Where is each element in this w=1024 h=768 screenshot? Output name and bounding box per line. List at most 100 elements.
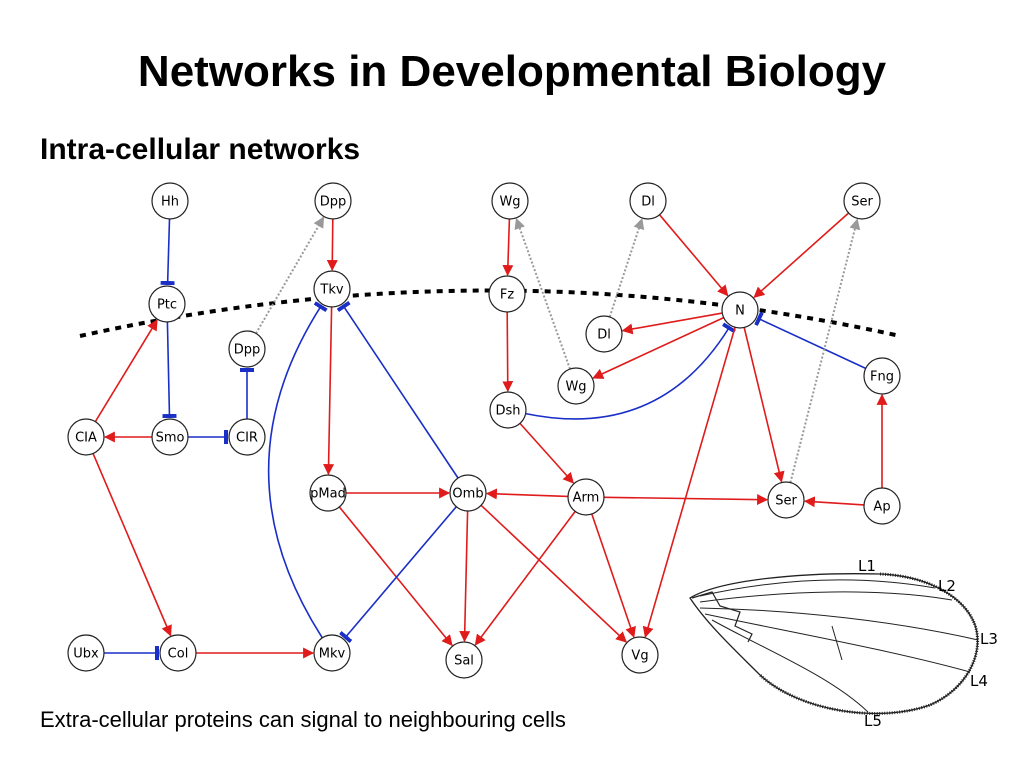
wing-label-l5: L5: [864, 712, 882, 730]
node-label: Smo: [156, 431, 185, 446]
node-label: Ptc: [157, 298, 177, 313]
slide-title: Networks in Developmental Biology: [137, 47, 887, 96]
node-mkv: Mkv: [313, 634, 351, 672]
node-circle: [151, 182, 189, 220]
node-circle: [314, 182, 352, 220]
node-cir: CIR: [228, 418, 266, 456]
edge-omb-to-tkv: [336, 300, 459, 479]
edge-omb-to-mkv: [339, 506, 457, 644]
node-label: Mkv: [319, 647, 346, 662]
node-col: Col: [159, 634, 197, 672]
node-circle: [629, 182, 667, 220]
node-label: CIR: [236, 431, 258, 446]
edge-dl-in-to-dl-top: [608, 217, 645, 318]
node-label: Ser: [775, 494, 797, 509]
edge-fng-to-n: [754, 311, 867, 370]
node-dsh: Dsh: [489, 391, 527, 429]
node-label: Dl: [641, 195, 655, 210]
node-circle: [159, 634, 197, 672]
node-label: Dpp: [234, 343, 261, 358]
node-label: CIA: [75, 431, 97, 446]
edge-mkv-to-tkv: [267, 301, 328, 639]
node-label: pMad: [310, 487, 346, 502]
node-circle: [585, 315, 623, 353]
edge-n-to-dl-in: [621, 312, 723, 335]
edge-ser-top-to-n: [753, 212, 850, 299]
node-wg-top: Wg: [491, 182, 529, 220]
edge-ser-in-to-ser-top: [789, 218, 861, 483]
wing-cross-vein: [831, 625, 843, 661]
edge-ap-to-ser-in: [803, 496, 865, 508]
node-circle: [67, 634, 105, 672]
node-circle: [491, 182, 529, 220]
node-circle: [313, 634, 351, 672]
node-label: N: [735, 304, 745, 319]
node-dpp-top: Dpp: [314, 182, 352, 220]
node-dpp-in: Dpp: [228, 330, 266, 368]
node-ptc: Ptc: [148, 285, 186, 323]
edge-arm-to-sal: [474, 510, 576, 646]
node-ser-in: Ser: [767, 481, 805, 519]
node-circle: [567, 478, 605, 516]
node-label: Arm: [573, 491, 600, 506]
wing-label-l4: L4: [970, 672, 988, 690]
node-omb: Omb: [449, 474, 487, 512]
node-dl-top: Dl: [629, 182, 667, 220]
node-label: Vg: [631, 649, 648, 664]
edge-cia-to-col: [92, 453, 172, 637]
node-circle: [313, 270, 351, 308]
edge-omb-to-sal: [459, 510, 471, 643]
node-circle: [863, 487, 901, 525]
edge-fz-to-dsh: [502, 311, 514, 393]
wing-label-l1: L1: [858, 557, 876, 575]
node-label: Omb: [452, 487, 483, 502]
node-label: Ser: [851, 195, 873, 210]
node-n: N: [721, 291, 759, 329]
node-ubx: Ubx: [67, 634, 105, 672]
node-label: Tkv: [319, 283, 343, 298]
node-label: Wg: [499, 195, 520, 210]
node-cia: CIA: [67, 418, 105, 456]
node-pmad: pMad: [309, 474, 347, 512]
node-fng: Fng: [863, 357, 901, 395]
section-subtitle: Intra-cellular networks: [40, 133, 361, 166]
node-label: Ubx: [73, 647, 99, 662]
node-circle: [557, 367, 595, 405]
node-arm: Arm: [567, 478, 605, 516]
node-ser-top: Ser: [843, 182, 881, 220]
node-circle: [721, 291, 759, 329]
node-circle: [148, 285, 186, 323]
fly-wing-illustration: L1 L2 L3 L4 L5: [689, 557, 998, 730]
edge-dpp-top-to-tkv: [326, 218, 338, 272]
node-circle: [309, 474, 347, 512]
node-circle: [151, 418, 189, 456]
edge-arm-to-omb: [485, 488, 569, 500]
edge-wg-top-to-fz: [502, 218, 514, 277]
node-sal: Sal: [445, 641, 483, 679]
node-circle: [488, 275, 526, 313]
edges-layer: [92, 212, 888, 660]
wing-vein-l1: [699, 579, 936, 597]
edge-ptc-to-smo: [162, 321, 177, 419]
edge-cia-to-ptc: [94, 319, 158, 423]
node-label: Fng: [870, 370, 894, 385]
node-label: Dpp: [320, 195, 347, 210]
edge-dsh-to-arm: [519, 422, 575, 484]
wing-hinge: [691, 591, 753, 643]
edge-pmad-to-sal: [338, 506, 453, 647]
wing-outline: [689, 573, 979, 715]
node-label: Hh: [161, 195, 179, 210]
wing-label-l3: L3: [980, 630, 998, 648]
node-circle: [621, 636, 659, 674]
node-ap: Ap: [863, 487, 901, 525]
wing-label-l2: L2: [938, 577, 956, 595]
wing-vein-l3: [699, 607, 979, 641]
node-circle: [67, 418, 105, 456]
node-label: Ap: [873, 500, 890, 515]
wing-vein-l5: [711, 619, 869, 713]
node-circle: [228, 330, 266, 368]
node-label: Fz: [500, 288, 514, 303]
node-label: Dsh: [495, 404, 520, 419]
node-dl-in: Dl: [585, 315, 623, 353]
edge-dpp-in-to-dpp-top: [255, 216, 325, 334]
